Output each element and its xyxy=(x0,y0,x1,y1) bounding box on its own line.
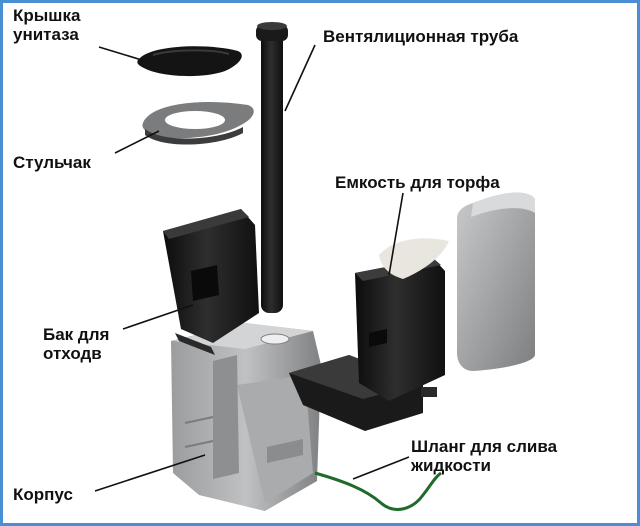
label-waste-tank: Бак для отходв xyxy=(43,325,110,363)
leader-lines xyxy=(94,44,410,492)
label-peat-container: Емкость для торфа xyxy=(335,173,500,192)
side-panel xyxy=(457,192,535,371)
toilet-exploded-illustration xyxy=(94,22,535,511)
drain-hose xyxy=(314,471,442,511)
label-ventilation-pipe: Вентялиционная труба xyxy=(323,27,519,46)
waste-tank xyxy=(163,209,259,355)
label-body: Корпус xyxy=(13,485,73,504)
label-seat: Стульчак xyxy=(13,153,91,172)
toilet-seat xyxy=(142,102,254,145)
label-drain-hose: Шланг для слива жидкости xyxy=(411,437,558,475)
label-toilet-lid: Крышка унитаза xyxy=(13,6,81,44)
toilet-lid xyxy=(137,46,242,77)
toilet-body xyxy=(171,323,321,511)
ventilation-pipe xyxy=(256,22,288,313)
peat-container xyxy=(355,238,449,401)
